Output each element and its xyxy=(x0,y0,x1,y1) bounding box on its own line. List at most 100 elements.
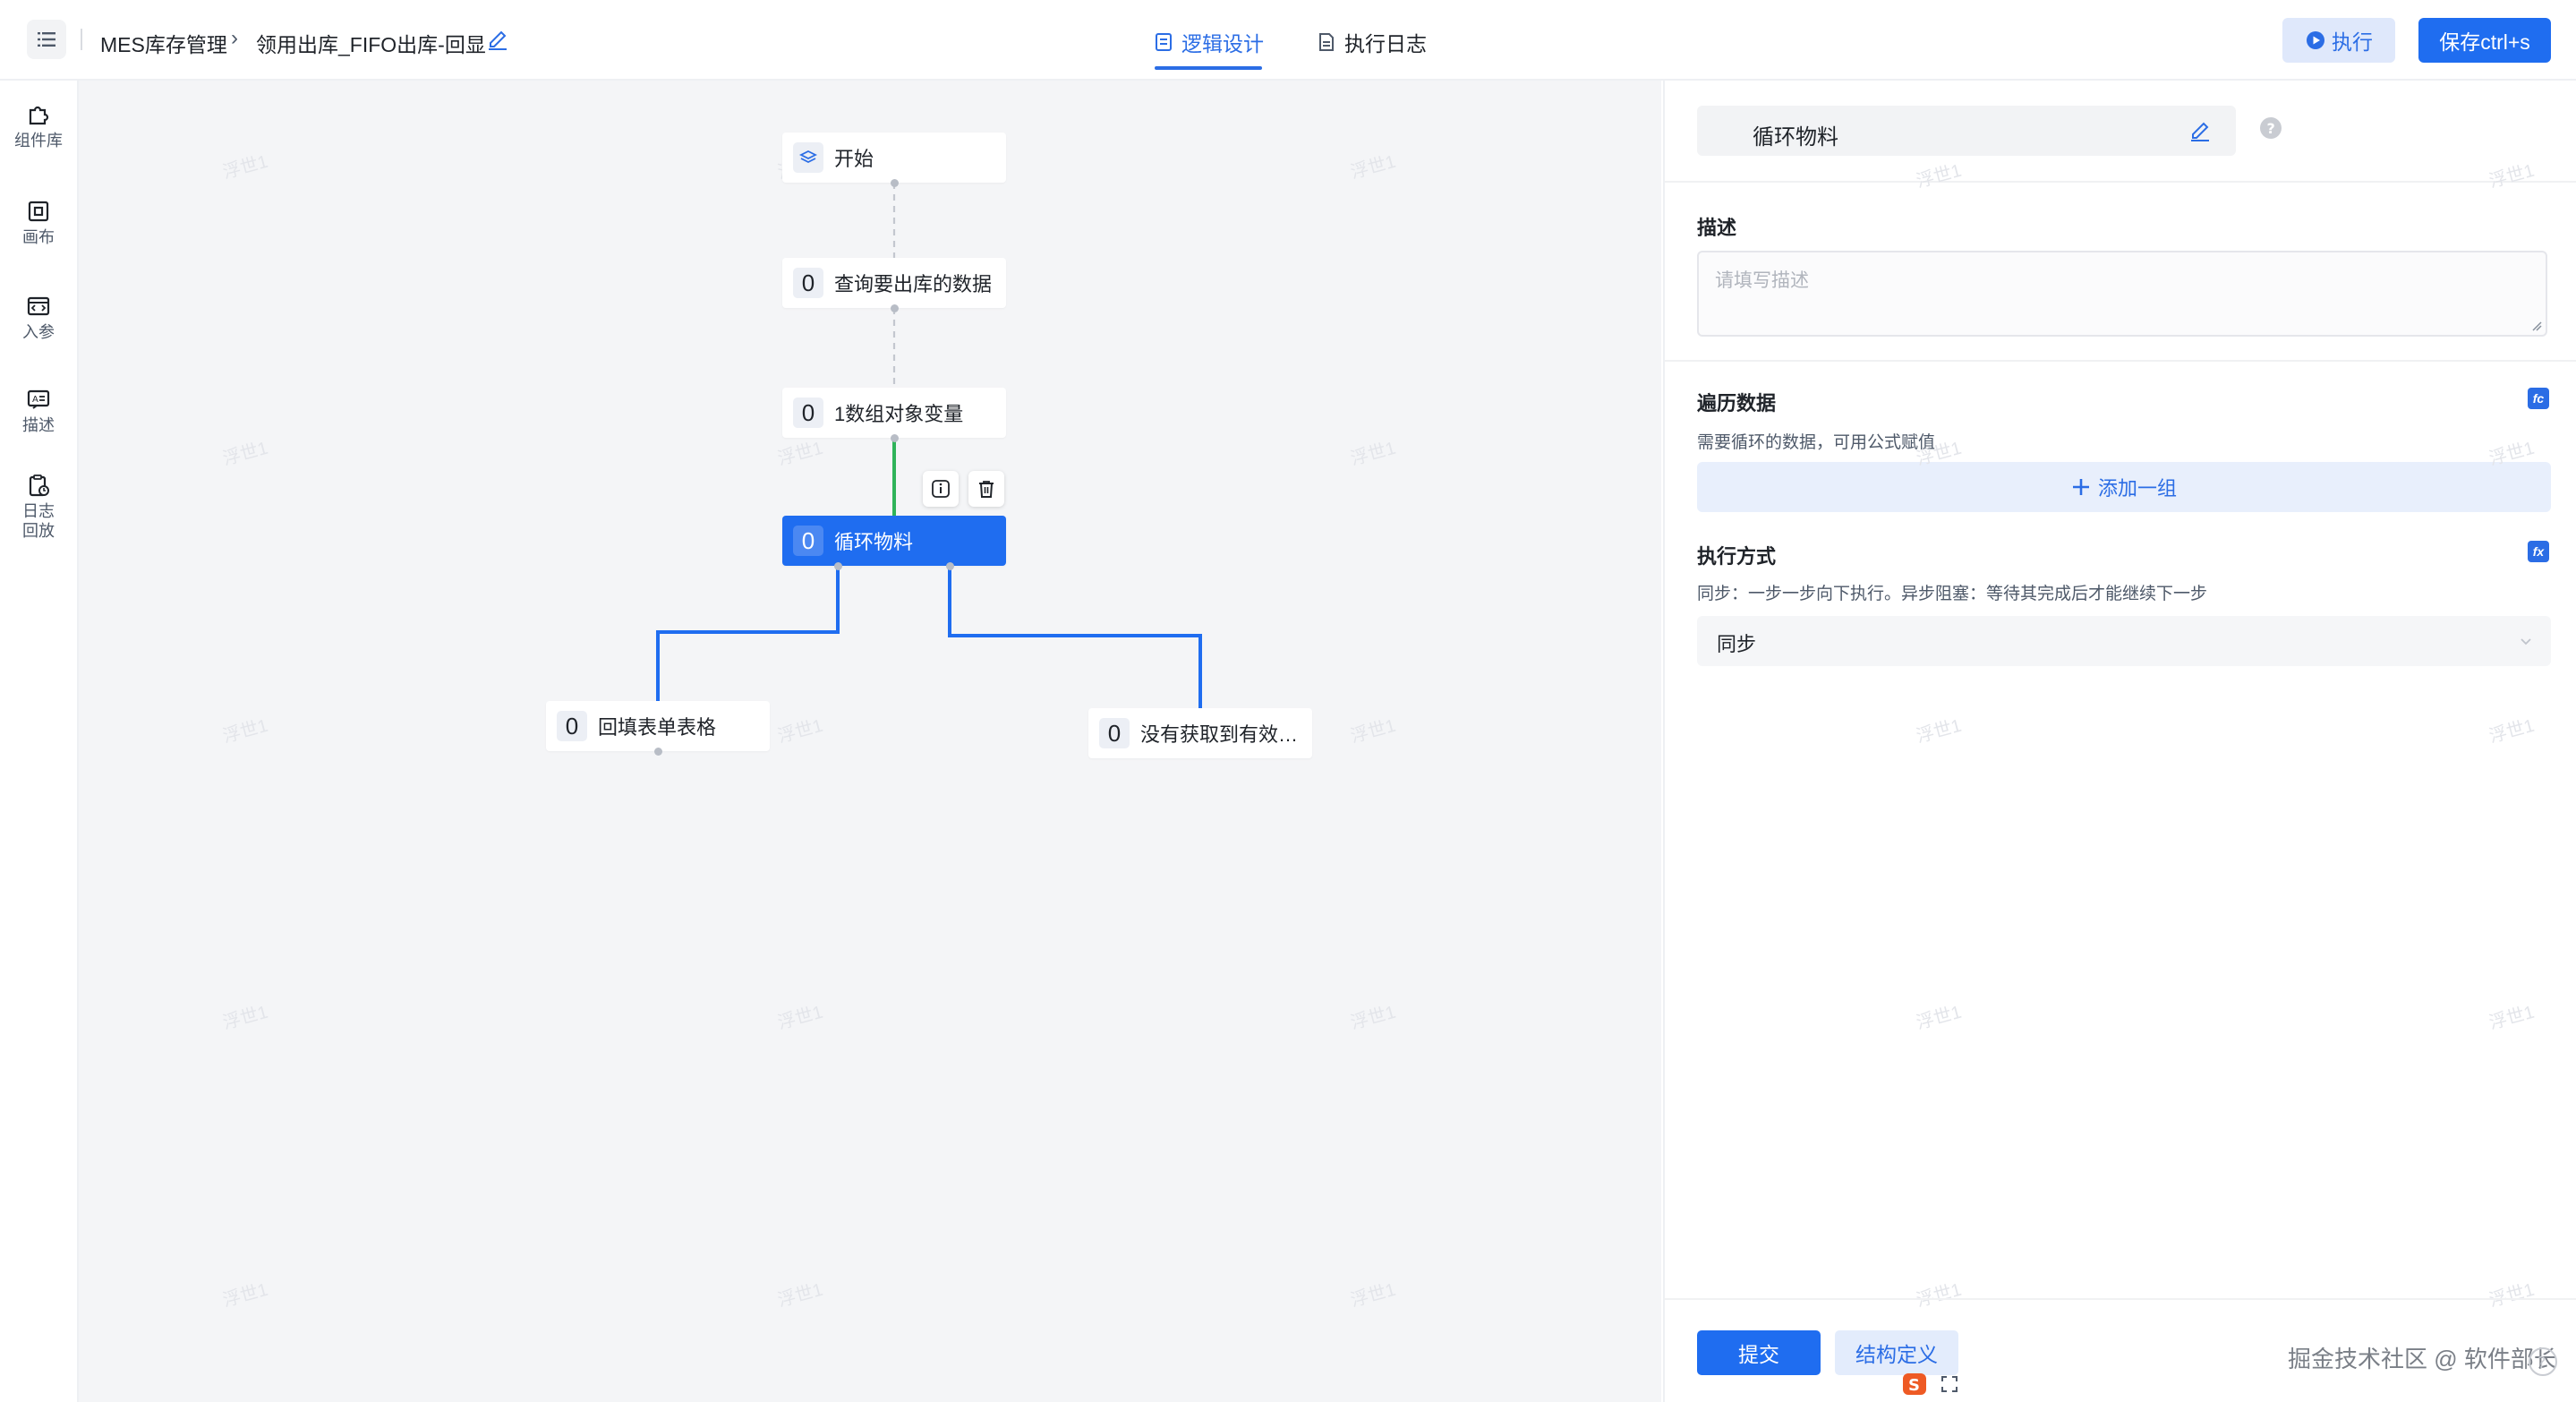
description-textarea[interactable] xyxy=(1697,251,2547,337)
node-no-valid-data[interactable]: 0 没有获取到有效… xyxy=(1088,708,1312,758)
divider xyxy=(1665,360,2576,362)
node-label: 循环物料 xyxy=(834,531,914,553)
run-button[interactable]: 执行 xyxy=(2282,18,2395,63)
rail-item-label: 描述 xyxy=(22,416,55,434)
node-query-data[interactable]: 0 查询要出库的数据 xyxy=(782,258,1006,308)
tab-logic-design[interactable]: 逻辑设计 xyxy=(1155,27,1264,57)
breadcrumb-page: 领用出库_FIFO出库-回显 xyxy=(256,33,486,56)
edit-title-icon[interactable] xyxy=(2189,118,2211,146)
fx-formula-icon[interactable]: fx xyxy=(2528,541,2549,562)
list-icon xyxy=(38,32,55,47)
submit-button[interactable]: 提交 xyxy=(1697,1330,1821,1375)
traverse-data-label: 遍历数据 xyxy=(1697,392,1777,415)
layers-icon xyxy=(793,142,823,173)
rail-item-label: 日志 回放 xyxy=(22,502,55,540)
flow-canvas[interactable]: 浮世1 浮世1 浮世1 浮世1 浮世1 浮世1 浮世1 浮世1 浮世1 浮世1 … xyxy=(79,81,1661,1402)
svg-text:?: ? xyxy=(2538,1354,2546,1372)
canvas-icon xyxy=(28,201,49,222)
port[interactable] xyxy=(891,179,899,187)
svg-text:S: S xyxy=(1908,1376,1920,1395)
node-badge: 0 xyxy=(793,268,823,298)
svg-text:A: A xyxy=(32,395,38,405)
info-icon xyxy=(932,480,950,498)
node-badge: 0 xyxy=(793,526,823,556)
node-array-variable[interactable]: 0 1数组对象变量 xyxy=(782,388,1006,438)
node-info-button[interactable] xyxy=(923,471,959,507)
description-label: 描述 xyxy=(1697,217,1737,239)
header-divider xyxy=(81,29,82,50)
port[interactable] xyxy=(654,748,662,756)
chevron-down-icon xyxy=(2521,638,2531,645)
document-icon xyxy=(1156,33,1172,51)
description-placeholder: 请填写描述 xyxy=(1715,270,1809,291)
screenshot-icon xyxy=(1941,1375,1958,1398)
rail-item-components[interactable]: 组件库 xyxy=(0,102,77,150)
node-badge: 0 xyxy=(557,711,587,741)
rail-item-label: 画布 xyxy=(22,228,55,246)
traverse-data-hint: 需要循环的数据，可用公式赋值 xyxy=(1697,433,1936,452)
exec-mode-hint: 同步：一步一步向下执行。异步阻塞：等待其完成后才能继续下一步 xyxy=(1697,585,2208,603)
chevron-right-icon: › xyxy=(231,26,238,50)
node-start[interactable]: 开始 xyxy=(782,133,1006,183)
rail-item-label: 组件库 xyxy=(14,132,63,150)
port[interactable] xyxy=(891,304,899,312)
rail-item-label: 入参 xyxy=(22,323,55,341)
description-icon: A xyxy=(27,389,50,409)
plus-icon xyxy=(2072,479,2089,495)
menu-toggle-button[interactable] xyxy=(27,20,66,59)
formula-icon[interactable]: fc xyxy=(2528,388,2549,409)
left-rail: 组件库 画布 入参 A 描述 日志 回放 xyxy=(0,81,79,1402)
save-button[interactable]: 保存ctrl+s xyxy=(2418,18,2551,63)
footer-watermark: 掘金技术社区 @ 软件部长 xyxy=(2288,1346,2557,1372)
breadcrumb-app[interactable]: MES库存管理 xyxy=(100,33,227,56)
exec-mode-value: 同步 xyxy=(1717,633,1757,655)
structure-definition-button[interactable]: 结构定义 xyxy=(1835,1330,1958,1375)
node-label: 回填表单表格 xyxy=(598,716,717,739)
help-icon[interactable]: ? xyxy=(2259,116,2282,144)
svg-text:?: ? xyxy=(2267,120,2275,137)
exec-mode-select[interactable] xyxy=(1697,616,2551,666)
node-title-field[interactable] xyxy=(1697,106,2236,156)
help-circle-icon: ? xyxy=(2528,1346,2558,1381)
tab-logic-design-label: 逻辑设计 xyxy=(1181,32,1264,56)
port[interactable] xyxy=(946,562,954,570)
rail-item-canvas[interactable]: 画布 xyxy=(0,199,77,247)
edge-loop-novalid xyxy=(948,566,1202,708)
puzzle-icon xyxy=(29,106,49,125)
tab-execution-log[interactable]: 执行日志 xyxy=(1318,27,1427,57)
node-badge: 0 xyxy=(793,398,823,428)
trash-icon xyxy=(979,481,994,498)
flow-edges xyxy=(656,183,1202,708)
ime-logo-icon: S xyxy=(1901,1372,1928,1401)
node-loop-material[interactable]: 0 循环物料 xyxy=(782,516,1006,566)
divider xyxy=(1665,1298,2576,1300)
node-label: 查询要出库的数据 xyxy=(834,273,993,295)
node-label: 开始 xyxy=(834,148,874,170)
active-tab-indicator xyxy=(1155,66,1262,70)
rail-item-description[interactable]: A 描述 xyxy=(0,387,77,435)
play-circle-icon xyxy=(2307,31,2324,49)
divider xyxy=(1665,181,2576,183)
exec-mode-label: 执行方式 xyxy=(1697,545,1777,568)
tab-execution-log-label: 执行日志 xyxy=(1344,32,1427,56)
resize-handle-icon[interactable] xyxy=(2531,321,2542,331)
port[interactable] xyxy=(834,562,842,570)
node-label: 1数组对象变量 xyxy=(834,403,964,425)
top-header: MES库存管理 › 领用出库_FIFO出库-回显 逻辑设计 执行日志 执行 保存… xyxy=(0,0,2576,81)
edit-title-icon[interactable] xyxy=(487,27,508,55)
edge-loop-backfill xyxy=(656,566,840,701)
rail-item-params[interactable]: 入参 xyxy=(0,294,77,342)
run-button-label: 执行 xyxy=(2332,30,2373,54)
node-title: 循环物料 xyxy=(1753,125,1838,150)
add-group-button[interactable]: 添加一组 xyxy=(1697,462,2551,512)
rail-item-log-replay[interactable]: 日志 回放 xyxy=(0,473,77,541)
port[interactable] xyxy=(891,434,899,442)
node-label: 没有获取到有效… xyxy=(1140,723,1299,746)
add-group-label: 添加一组 xyxy=(2097,477,2177,500)
log-replay-icon xyxy=(29,474,49,497)
node-delete-button[interactable] xyxy=(968,471,1004,507)
node-badge: 0 xyxy=(1099,718,1130,748)
node-backfill-table[interactable]: 0 回填表单表格 xyxy=(546,701,770,751)
file-icon xyxy=(1319,33,1334,51)
params-icon xyxy=(27,296,50,316)
